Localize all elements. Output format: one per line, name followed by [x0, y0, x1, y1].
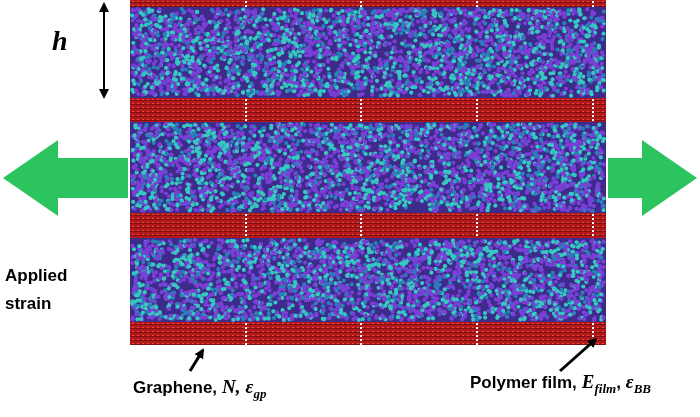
thickness-arrow — [103, 4, 105, 97]
leader-arrow — [190, 350, 203, 371]
subscript-label: film — [594, 381, 616, 396]
polymer-label: Polymer film, Efilm, εBB — [470, 371, 651, 397]
label-text: Applied strain — [5, 266, 67, 313]
label-text: ε — [246, 376, 254, 397]
label-text: h — [52, 25, 68, 56]
dimension-label: h — [52, 24, 68, 58]
label-text: , — [616, 373, 621, 392]
label-text: N, — [222, 376, 240, 397]
label-text: E — [582, 371, 595, 392]
graphene-label: Graphene, N, εgp — [133, 376, 266, 402]
subscript-label: gp — [253, 386, 266, 401]
strain-arrow — [3, 140, 128, 216]
leader-arrow — [560, 339, 596, 371]
subscript-label: BB — [634, 381, 651, 396]
label-text: Graphene, — [133, 378, 217, 397]
label-text: ε — [626, 371, 634, 392]
label-text: Polymer film, — [470, 373, 577, 392]
strain-label: Applied strain — [5, 262, 85, 318]
strain-arrow — [608, 140, 697, 216]
